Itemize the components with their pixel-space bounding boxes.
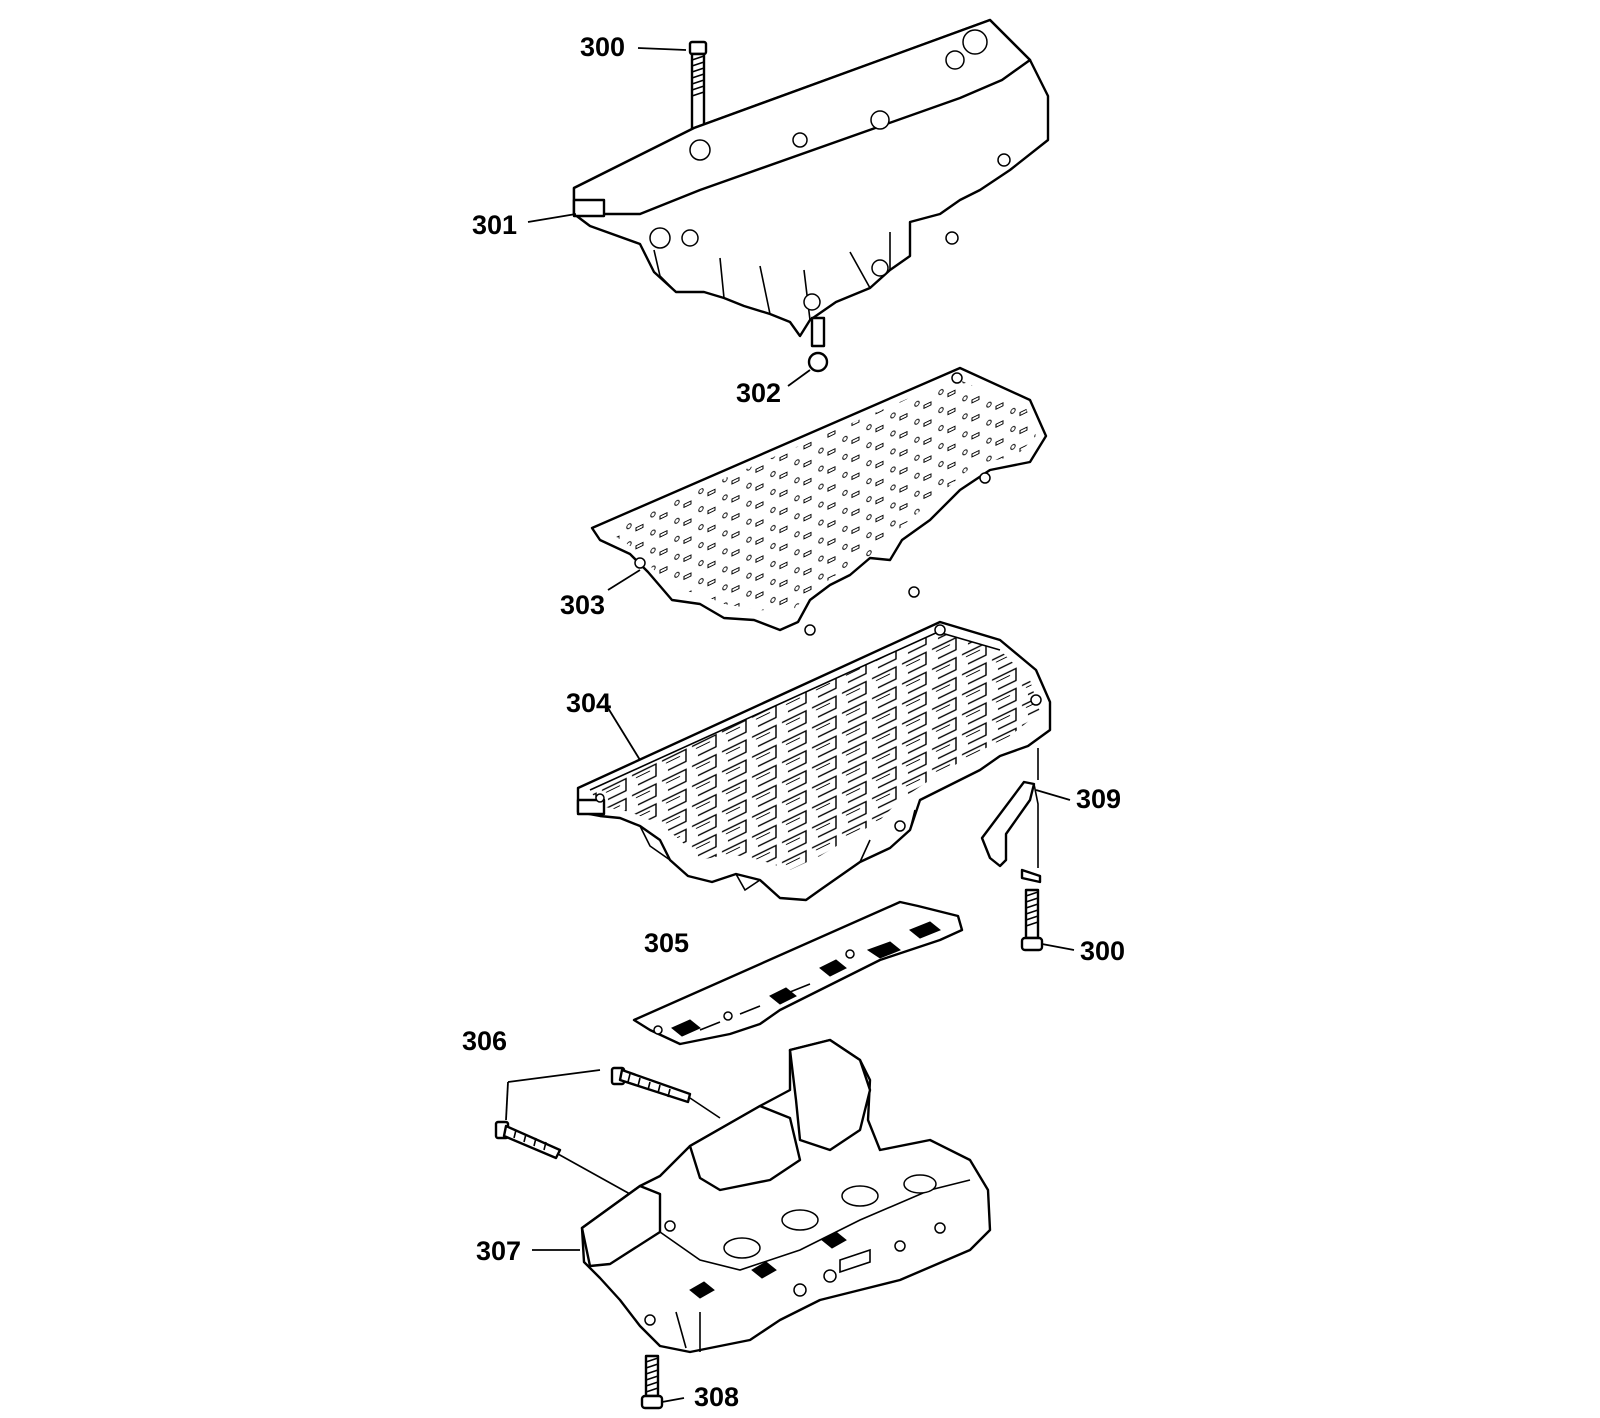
callout-309: 309 xyxy=(1076,784,1122,814)
control-module-bolts-306 xyxy=(494,1066,721,1195)
lower-valve-body-304 xyxy=(576,620,1052,902)
callout-303: 303 xyxy=(560,590,606,620)
callout-308: 308 xyxy=(694,1382,740,1412)
callout-305: 305 xyxy=(644,928,690,958)
bolt-300-right xyxy=(1020,888,1044,952)
callout-300-right: 300 xyxy=(1080,936,1126,966)
control-module-307 xyxy=(580,1038,992,1354)
callout-302: 302 xyxy=(736,378,782,408)
spacer-plate-303 xyxy=(590,366,1048,636)
upper-valve-body-301 xyxy=(572,18,1050,348)
filter-plate-305 xyxy=(632,900,964,1046)
callout-301: 301 xyxy=(472,210,518,240)
callout-307: 307 xyxy=(476,1236,522,1266)
callout-300-top: 300 xyxy=(580,32,626,62)
callout-306: 306 xyxy=(462,1026,508,1056)
leader-lines xyxy=(505,47,1075,1403)
check-ball-302 xyxy=(807,351,829,373)
bolt-308 xyxy=(640,1354,664,1410)
bracket-309 xyxy=(980,748,1042,884)
callout-304: 304 xyxy=(566,688,612,718)
